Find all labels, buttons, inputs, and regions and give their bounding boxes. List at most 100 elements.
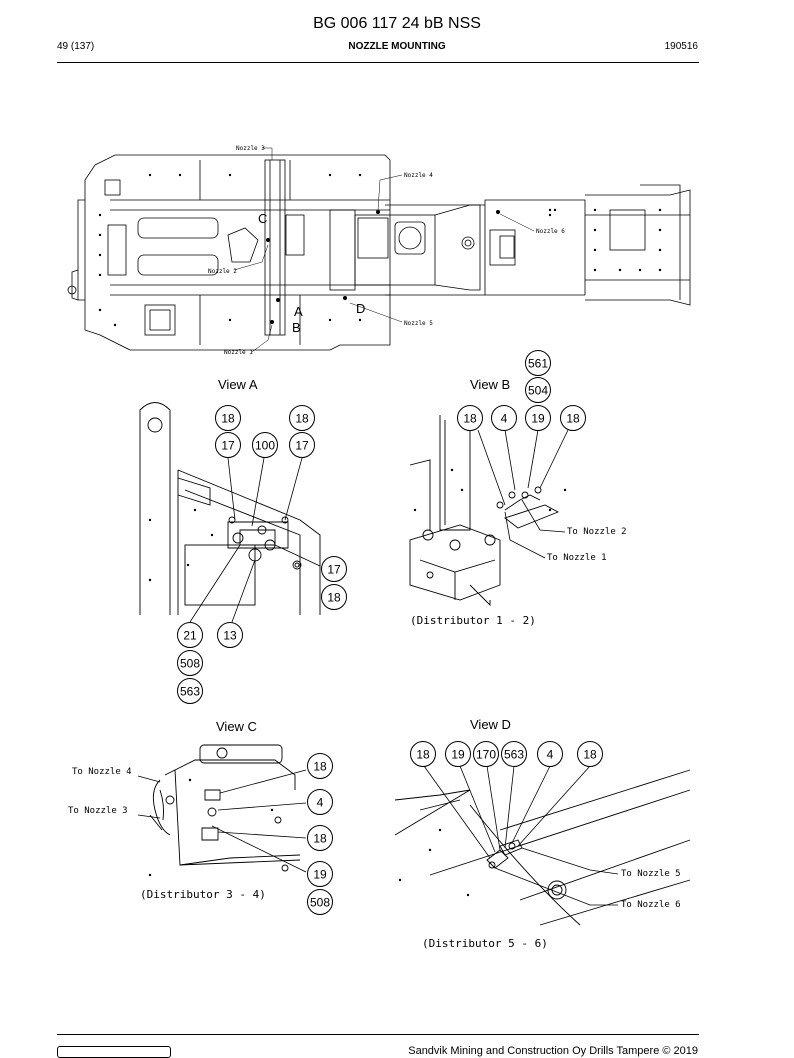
- svg-text:19: 19: [531, 412, 545, 426]
- overview-drawing: [67, 154, 691, 351]
- view-a-bolts: [148, 508, 214, 582]
- view-d-drawing: [394, 769, 691, 926]
- view-b-label-to-nozzle-2: To Nozzle 2: [567, 527, 627, 537]
- view-b-labels: To Nozzle 2 To Nozzle 1 (Distributor 1 -…: [410, 527, 627, 627]
- svg-text:4: 4: [501, 412, 508, 426]
- svg-text:18: 18: [566, 412, 580, 426]
- date-code: 190516: [664, 41, 698, 52]
- svg-text:170: 170: [476, 748, 496, 762]
- overview-label-nozzle-1: Nozzle 1: [224, 349, 253, 356]
- overview-nozzle-labels: Nozzle 3 Nozzle 4 Nozzle 2 Nozzle 6 Nozz…: [208, 145, 565, 356]
- svg-text:508: 508: [180, 657, 200, 671]
- view-c-title: View C: [216, 719, 257, 734]
- callout-bubble: 18: [577, 741, 603, 767]
- svg-text:563: 563: [180, 685, 200, 699]
- view-c-callouts: 18 4 18 19 508: [307, 753, 333, 915]
- callout-bubble: 563: [177, 678, 203, 704]
- callout-bubble: 17: [289, 432, 315, 458]
- callout-bubble: 170: [473, 741, 499, 767]
- callout-bubble: 18: [307, 825, 333, 851]
- company-logo: [57, 1046, 171, 1058]
- overview-view-markers: C A B D: [258, 211, 365, 335]
- view-a-leaders: [189, 457, 321, 623]
- footer-copyright: Sandvik Mining and Construction Oy Drill…: [408, 1045, 698, 1057]
- page-reference: 49 (137): [57, 41, 95, 52]
- callout-bubble: 18: [289, 405, 315, 431]
- callout-bubble: 13: [217, 622, 243, 648]
- svg-text:18: 18: [313, 760, 327, 774]
- view-a-drawing: [139, 402, 321, 615]
- svg-text:18: 18: [416, 748, 430, 762]
- view-d-callouts: 18 19 170 563 4 18: [410, 741, 603, 767]
- view-d-title: View D: [470, 717, 511, 732]
- view-b-label-to-nozzle-1: To Nozzle 1: [547, 553, 607, 563]
- overview-label-nozzle-5: Nozzle 5: [404, 320, 433, 327]
- view-b-title: View B: [470, 377, 511, 392]
- svg-text:17: 17: [295, 439, 309, 453]
- svg-text:4: 4: [547, 748, 554, 762]
- marker-b: B: [292, 320, 301, 335]
- section-title: NOZZLE MOUNTING: [348, 41, 446, 52]
- callout-bubble: 18: [215, 405, 241, 431]
- view-d-distributor-label: (Distributor 5 - 6): [422, 937, 548, 950]
- svg-text:563: 563: [504, 748, 524, 762]
- overview-label-nozzle-4: Nozzle 4: [404, 172, 433, 179]
- view-d-leaders: [423, 765, 619, 906]
- callout-bubble: 19: [525, 405, 551, 431]
- view-a-title: View A: [218, 377, 258, 392]
- view-b-leaders: [477, 429, 569, 559]
- view-c-drawing: [149, 744, 301, 872]
- document-title: BG 006 117 24 bB NSS: [313, 15, 481, 32]
- overview-label-nozzle-3: Nozzle 3: [236, 145, 265, 152]
- header-rule: [57, 62, 699, 63]
- view-d-bolts: [398, 828, 470, 897]
- footer-rule: [57, 1034, 699, 1035]
- svg-text:19: 19: [313, 868, 327, 882]
- callout-bubble: 504: [525, 377, 551, 403]
- callout-bubble: 563: [501, 741, 527, 767]
- callout-bubble: 18: [410, 741, 436, 767]
- callout-bubble: 4: [491, 405, 517, 431]
- callout-bubble: 4: [537, 741, 563, 767]
- svg-text:4: 4: [317, 796, 324, 810]
- callout-bubble: 561: [525, 350, 551, 376]
- callout-bubble: 100: [252, 432, 278, 458]
- overview-label-nozzle-2: Nozzle 2: [208, 268, 237, 275]
- callout-bubble: 508: [177, 650, 203, 676]
- callout-bubble: 4: [307, 789, 333, 815]
- view-c-labels: To Nozzle 4 To Nozzle 3 (Distributor 3 -…: [68, 767, 266, 901]
- overview-leader-lines: [233, 147, 535, 353]
- callout-bubble: 18: [307, 753, 333, 779]
- view-b-drawing: [409, 415, 560, 607]
- view-b-callouts: 561 504 18 4 19 18: [457, 350, 586, 431]
- svg-text:18: 18: [583, 748, 597, 762]
- svg-text:18: 18: [327, 591, 341, 605]
- callout-bubble: 508: [307, 889, 333, 915]
- view-b-distributor-label: (Distributor 1 - 2): [410, 614, 536, 627]
- svg-text:508: 508: [310, 896, 330, 910]
- view-d-label-to-nozzle-6: To Nozzle 6: [621, 900, 681, 910]
- svg-text:504: 504: [528, 384, 548, 398]
- callout-bubble: 21: [177, 622, 203, 648]
- view-c-label-to-nozzle-4: To Nozzle 4: [72, 767, 132, 777]
- svg-text:21: 21: [183, 629, 197, 643]
- callout-bubble: 19: [445, 741, 471, 767]
- view-c-leaders: [137, 769, 307, 873]
- overview-bolts: [98, 173, 662, 327]
- callout-bubble: 18: [457, 405, 483, 431]
- marker-a: A: [294, 304, 303, 319]
- callout-bubble: 18: [321, 584, 347, 610]
- svg-text:18: 18: [295, 412, 309, 426]
- view-d-label-to-nozzle-5: To Nozzle 5: [621, 869, 681, 879]
- svg-text:17: 17: [327, 563, 341, 577]
- callout-bubble: 17: [215, 432, 241, 458]
- overview-label-nozzle-6: Nozzle 6: [536, 228, 565, 235]
- marker-c: C: [258, 211, 267, 226]
- callout-bubble: 19: [307, 861, 333, 887]
- view-c-label-to-nozzle-3: To Nozzle 3: [68, 806, 128, 816]
- svg-text:13: 13: [223, 629, 237, 643]
- view-d-labels: To Nozzle 5 To Nozzle 6 (Distributor 5 -…: [422, 869, 681, 950]
- svg-text:100: 100: [255, 439, 275, 453]
- svg-text:18: 18: [313, 832, 327, 846]
- view-a-callouts: 18 18 17 100 17 17 18 21 13 508 563: [177, 405, 347, 704]
